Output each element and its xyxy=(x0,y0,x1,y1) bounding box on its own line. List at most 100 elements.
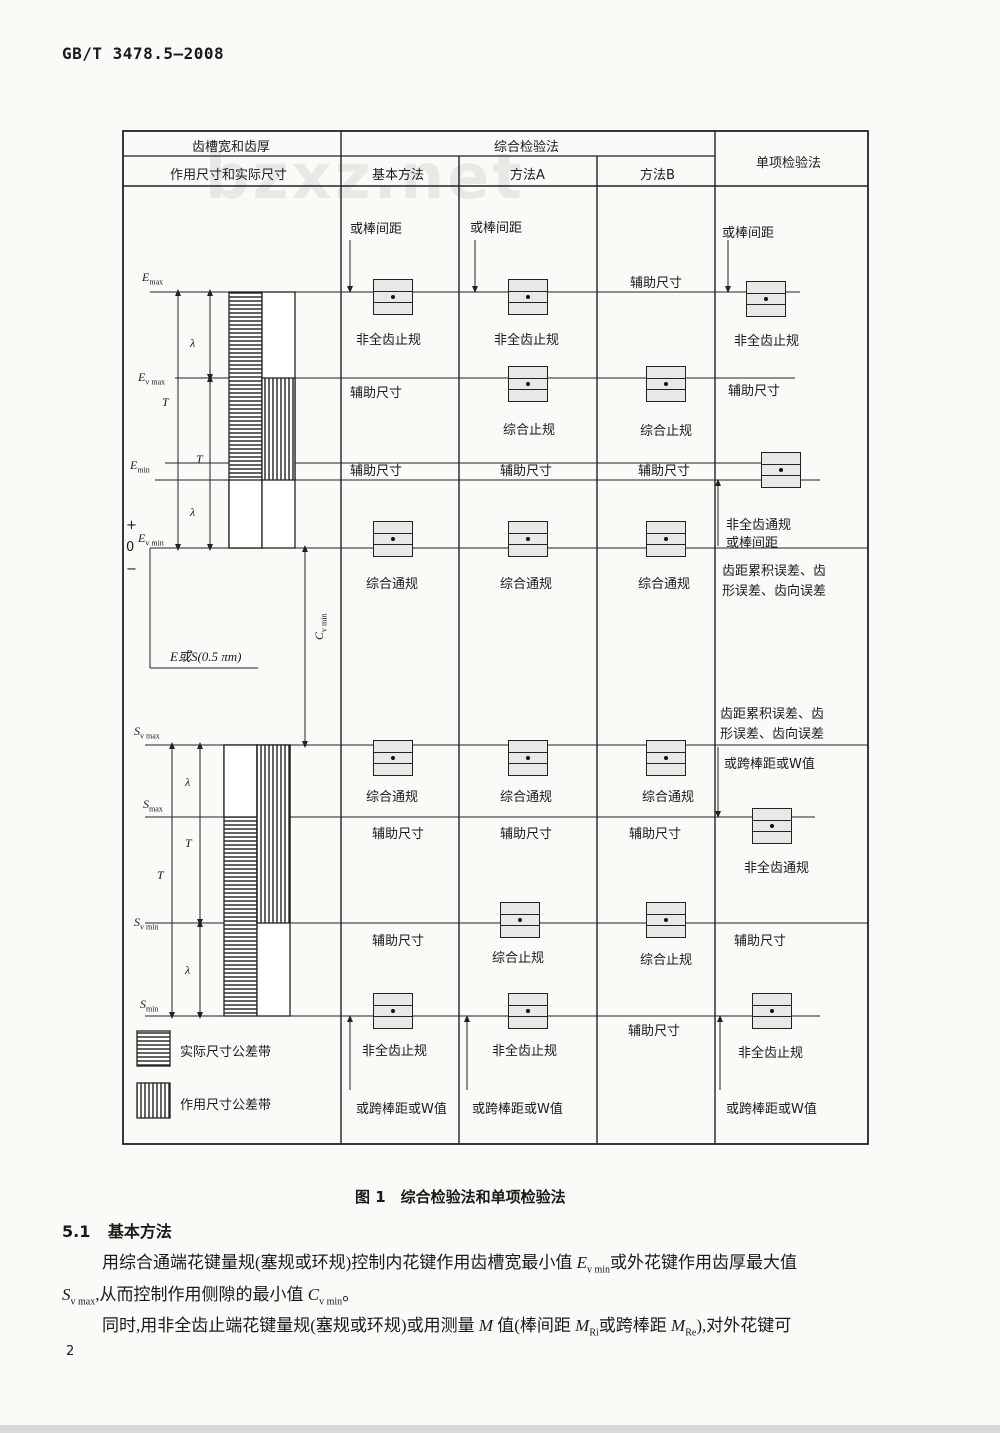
symbol-ev-max: Ev max xyxy=(138,370,166,387)
lambda-label: λ xyxy=(185,775,191,789)
method-a-go-1: 综合通规 xyxy=(500,577,553,592)
method-b-aux-4: 辅助尺寸 xyxy=(628,1024,681,1039)
method-b-go-2: 综合通规 xyxy=(642,790,695,805)
method-a-go-2: 综合通规 xyxy=(500,790,553,805)
gauge-icon xyxy=(508,366,548,402)
basic-aux-3: 辅助尺寸 xyxy=(372,827,425,842)
basic-aux-2: 辅助尺寸 xyxy=(350,464,403,479)
method-b-go-1: 综合通规 xyxy=(638,577,691,592)
gauge-icon xyxy=(646,521,686,557)
symbol-s-max: Smax xyxy=(143,797,163,814)
paragraph-line-3: 同时,用非全齿止端花键量规(塞规或环规)或用测量 M 值(棒间距 MRi或跨棒距… xyxy=(102,1316,792,1339)
gauge-icon xyxy=(508,993,548,1029)
col-method-b-header: 方法B xyxy=(640,168,675,183)
col-tooth-header: 齿槽宽和齿厚 xyxy=(192,140,271,155)
single-partial-go-bottom: 非全齿通规 xyxy=(744,861,810,876)
gauge-icon xyxy=(761,452,801,488)
watermark: bzxz.net xyxy=(205,140,525,213)
method-a-rod-spacing: 或棒间距 xyxy=(470,221,523,236)
gauge-icon xyxy=(373,279,413,315)
symbol-s-min: Smin xyxy=(140,997,159,1014)
minus-sign: − xyxy=(126,562,137,577)
t-label: T xyxy=(157,868,164,882)
col-method-a-header: 方法A xyxy=(510,168,545,183)
page-number: 2 xyxy=(66,1344,75,1359)
lambda-label: λ xyxy=(190,336,196,350)
gauge-icon xyxy=(508,521,548,557)
paragraph-line-1: 用综合通端花键量规(塞规或环规)控制内花键作用齿槽宽最小值 Ev min或外花键… xyxy=(102,1253,798,1276)
symbol-sv-max: Sv max xyxy=(134,724,160,741)
single-errors-bot-1: 齿距累积误差、齿 xyxy=(720,707,825,722)
method-a-over-pins: 或跨棒距或W值 xyxy=(472,1102,563,1117)
single-over-pins-w: 或跨棒距或W值 xyxy=(724,757,815,772)
t-label: T xyxy=(196,452,203,466)
standard-number: GB/T 3478.5—2008 xyxy=(62,44,225,63)
section-number: 5.1 xyxy=(62,1222,91,1241)
single-partial-nogo-bottom: 非全齿止规 xyxy=(738,1046,804,1061)
gauge-icon xyxy=(752,993,792,1029)
page-bottom-bar xyxy=(0,1425,1000,1433)
gauge-icon xyxy=(646,902,686,938)
method-b-aux-3: 辅助尺寸 xyxy=(629,827,682,842)
single-aux-2: 辅助尺寸 xyxy=(734,934,787,949)
single-errors-top-2: 形误差、齿向误差 xyxy=(722,584,827,599)
plus-sign: + xyxy=(126,518,137,533)
es-dimension-label: E或S(0.5 πm) xyxy=(170,649,242,664)
single-or-rod: 或棒间距 xyxy=(726,536,779,551)
symbol-e-min: Emin xyxy=(130,458,150,475)
t-label: T xyxy=(162,395,169,409)
method-a-combined-nogo-2: 综合止规 xyxy=(492,951,545,966)
single-errors-bot-2: 形误差、齿向误差 xyxy=(720,727,825,742)
paragraph-line-2: Sv max,从而控制作用侧隙的最小值 Cv min。 xyxy=(62,1285,360,1308)
gauge-icon xyxy=(646,740,686,776)
legend-actual-size: 实际尺寸公差带 xyxy=(180,1045,272,1060)
basic-partial-nogo-bottom: 非全齿止规 xyxy=(362,1044,428,1059)
symbol-sv-min: Sv min xyxy=(134,915,159,932)
method-a-aux-2: 辅助尺寸 xyxy=(500,827,553,842)
symbol-e-max: Emax xyxy=(142,270,164,287)
symbol-cv-min: Cv min xyxy=(312,613,329,640)
basic-partial-nogo-top: 非全齿止规 xyxy=(356,333,422,348)
section-heading: 5.1 基本方法 xyxy=(62,1218,172,1242)
basic-aux-1: 辅助尺寸 xyxy=(350,386,403,401)
zero-line-label: 0 xyxy=(126,540,135,555)
basic-go-2: 综合通规 xyxy=(366,790,419,805)
gauge-icon xyxy=(373,521,413,557)
method-a-aux-1: 辅助尺寸 xyxy=(500,464,553,479)
table-frame xyxy=(122,130,869,1145)
figure-caption: 图 1 综合检验法和单项检验法 xyxy=(355,1188,566,1206)
section-title: 基本方法 xyxy=(107,1222,172,1241)
method-b-combined-nogo-2: 综合止规 xyxy=(640,953,693,968)
basic-rod-spacing: 或棒间距 xyxy=(350,222,403,237)
col-tooth-subheader: 作用尺寸和实际尺寸 xyxy=(170,168,288,183)
col-combined-header: 综合检验法 xyxy=(494,140,560,155)
method-b-aux-1: 辅助尺寸 xyxy=(630,276,683,291)
symbol-ev-min: Ev min xyxy=(138,531,164,548)
single-partial-nogo-top: 非全齿止规 xyxy=(734,334,800,349)
single-errors-top-1: 齿距累积误差、齿 xyxy=(722,564,827,579)
gauge-icon xyxy=(373,740,413,776)
single-rod-spacing: 或棒间距 xyxy=(722,226,775,241)
method-b-aux-2: 辅助尺寸 xyxy=(638,464,691,479)
method-b-combined-nogo-1: 综合止规 xyxy=(640,424,693,439)
gauge-icon xyxy=(500,902,540,938)
method-a-partial-nogo-top: 非全齿止规 xyxy=(494,333,560,348)
method-a-combined-nogo-1: 综合止规 xyxy=(503,423,556,438)
legend-effective-size: 作用尺寸公差带 xyxy=(180,1098,272,1113)
basic-over-pins: 或跨棒距或W值 xyxy=(356,1102,447,1117)
gauge-icon xyxy=(752,808,792,844)
gauge-icon xyxy=(508,740,548,776)
t-label: T xyxy=(185,836,192,850)
basic-go-1: 综合通规 xyxy=(366,577,419,592)
lambda-label: λ xyxy=(185,963,191,977)
basic-aux-4: 辅助尺寸 xyxy=(372,934,425,949)
lambda-label: λ xyxy=(190,505,196,519)
single-partial-go-top: 非全齿通规 xyxy=(726,518,792,533)
gauge-icon xyxy=(508,279,548,315)
figure-diagram xyxy=(122,130,869,1145)
col-basic-header: 基本方法 xyxy=(372,168,425,183)
single-aux-1: 辅助尺寸 xyxy=(728,384,781,399)
single-over-pins: 或跨棒距或W值 xyxy=(726,1102,817,1117)
method-a-partial-nogo-bottom: 非全齿止规 xyxy=(492,1044,558,1059)
gauge-icon xyxy=(646,366,686,402)
